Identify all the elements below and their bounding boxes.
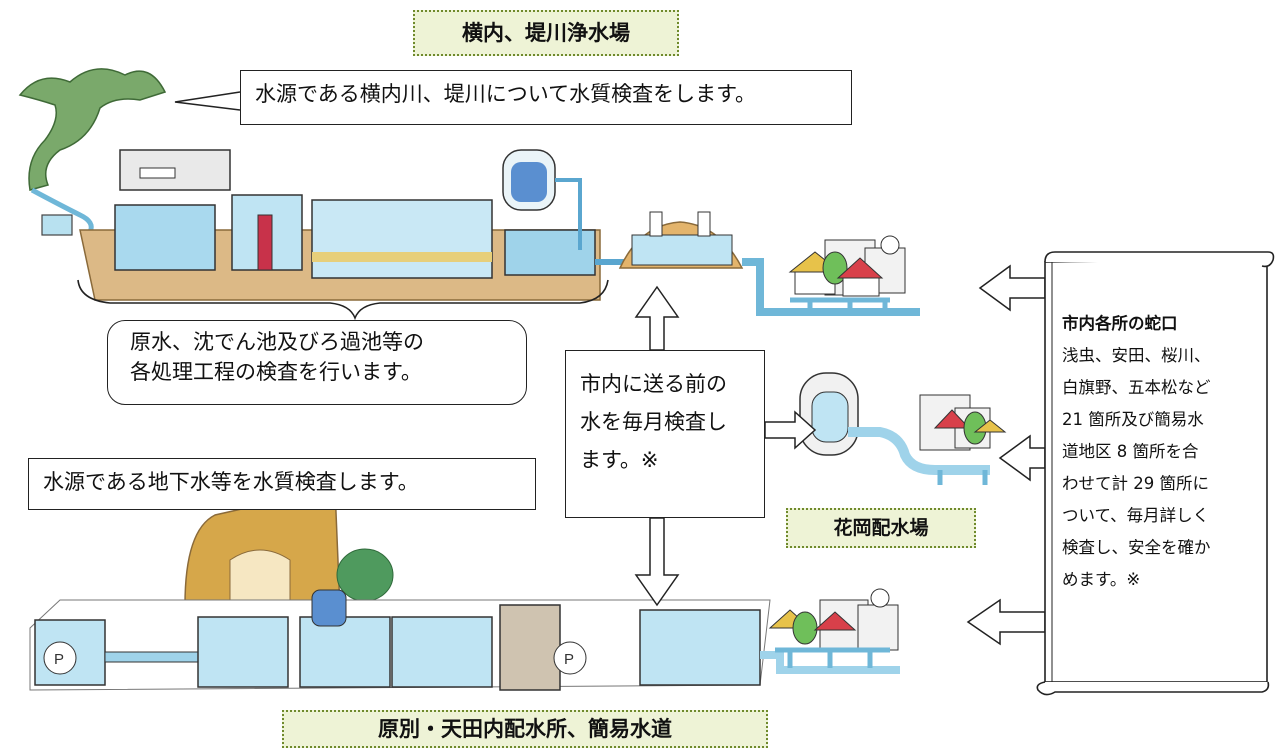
tank-b2 xyxy=(299,616,391,688)
chem-tank-blue xyxy=(311,589,347,627)
chemical-pump xyxy=(257,214,273,271)
taps-line: わせて計 29 箇所に xyxy=(1062,474,1209,493)
taps-line: めます。※ xyxy=(1062,570,1141,589)
vent-2 xyxy=(697,211,711,237)
title-top-plant: 横内、堤川浄水場 xyxy=(413,10,679,56)
town-top xyxy=(788,235,906,315)
arrow-up xyxy=(634,285,680,351)
taps-arrow-2 xyxy=(998,434,1046,482)
hill-opening xyxy=(229,549,291,606)
monthly-line-1: 市内に送る前の xyxy=(580,372,727,396)
bush xyxy=(336,548,394,602)
elevated-tank-water xyxy=(511,162,547,202)
monthly-line-2: 水を毎月検査し xyxy=(580,410,727,434)
stream-icon xyxy=(30,187,94,234)
arrow-down xyxy=(634,517,680,607)
monthly-line-3: ます。※ xyxy=(580,448,659,472)
pump-p2 xyxy=(553,641,587,675)
process-brace xyxy=(77,279,609,321)
title-distribution-station: 花岡配水場 xyxy=(786,508,976,548)
pipe-bottom xyxy=(104,651,201,663)
arrow-right xyxy=(764,410,817,450)
clear-tank-bottom xyxy=(639,609,761,686)
bottom-distribution-plant: P P xyxy=(29,487,900,691)
taps-line: 道地区 8 箇所を合 xyxy=(1062,442,1199,461)
taps-line: 検査し、安全を確か xyxy=(1062,538,1211,557)
process-line-2: 各処理工程の検査を行います。 xyxy=(130,360,422,385)
control-building-window xyxy=(139,167,176,179)
svg-text:P: P xyxy=(54,651,64,668)
tank-b1 xyxy=(197,616,289,688)
callout-monthly-check: 市内に送る前の 水を毎月検査し ます。※ xyxy=(565,350,765,518)
pipe xyxy=(555,178,582,250)
distribution-reservoir xyxy=(631,234,733,266)
taps-line: 浅虫、安田、桜川、 xyxy=(1062,346,1211,365)
tank-b3 xyxy=(391,616,493,688)
scroll-panel xyxy=(1036,251,1275,696)
taps-line: 白旗野、五本松など xyxy=(1062,378,1211,397)
top-treatment-plant xyxy=(18,68,920,316)
river-callout-pointer xyxy=(174,91,241,111)
taps-arrow-1 xyxy=(978,264,1046,312)
taps-line: ついて、毎月詳しく xyxy=(1062,506,1210,525)
filter-sand-layer xyxy=(312,252,492,262)
taps-line: 21 箇所及び簡易水 xyxy=(1062,410,1204,429)
pump-p1 xyxy=(43,641,77,675)
taps-arrow-3 xyxy=(966,598,1046,646)
tree-icon xyxy=(18,68,167,191)
svg-text:P: P xyxy=(564,651,574,668)
title-bottom-plant: 原別・天田内配水所、簡易水道 xyxy=(282,710,768,748)
pump-house xyxy=(499,604,561,691)
callout-process: 原水、沈でん池及びろ過池等の 各処理工程の検査を行います。 xyxy=(107,320,527,405)
callout-river-source: 水源である横内川、堤川について水質検査をします。 xyxy=(240,70,852,125)
intake-basin xyxy=(41,214,73,236)
taps-heading: 市内各所の蛇口 xyxy=(1062,314,1178,333)
filter-basin xyxy=(311,199,493,279)
sedimentation-tank-1 xyxy=(114,204,216,271)
process-line-1: 原水、沈でん池及びろ過池等の xyxy=(130,330,424,354)
taps-description: 市内各所の蛇口 浅虫、安田、桜川、 白旗野、五本松など 21 箇所及び簡易水 道… xyxy=(1062,308,1262,596)
hanaoka-distribution-station xyxy=(799,372,1007,485)
town-bottom xyxy=(768,588,899,668)
callout-groundwater: 水源である地下水等を水質検査します。 xyxy=(28,458,536,510)
supply-pipe xyxy=(742,258,920,316)
vent-1 xyxy=(649,211,663,237)
